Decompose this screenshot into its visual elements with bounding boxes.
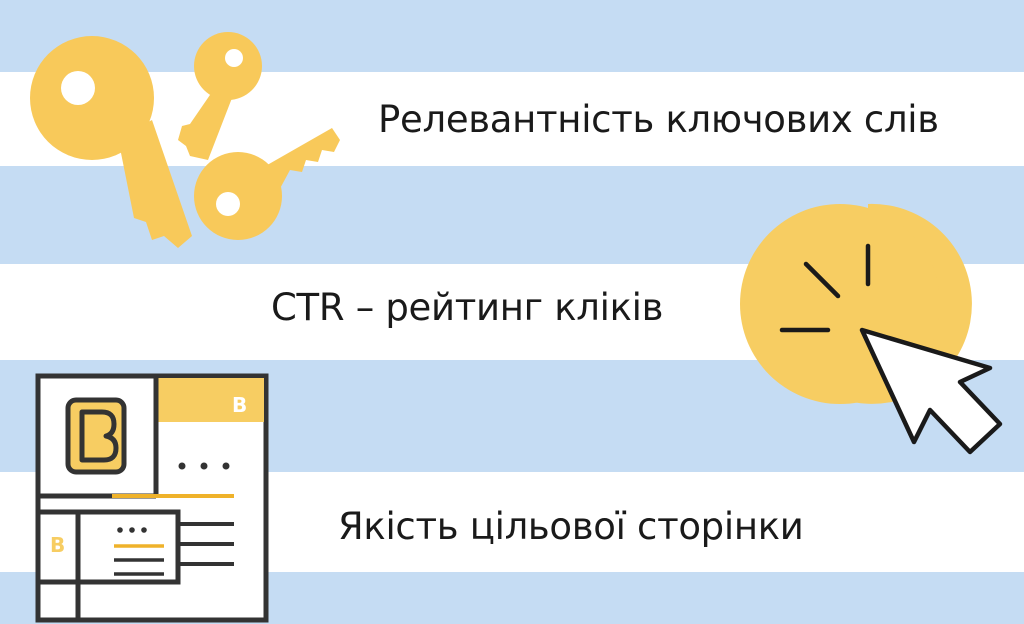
stripe [0, 0, 1024, 72]
svg-text:B: B [50, 533, 65, 557]
stripe [0, 72, 1024, 166]
key-icon [30, 32, 340, 248]
landing-quality-label: Якість цільової сторінки [338, 505, 804, 548]
cursor-click-icon [740, 203, 1003, 455]
ctr-label: CTR – рейтинг кліків [271, 286, 664, 329]
keyword-relevance-label: Релевантність ключових слів [378, 98, 939, 141]
landing-page-icon: B B [35, 373, 269, 623]
svg-text:B: B [232, 393, 247, 417]
